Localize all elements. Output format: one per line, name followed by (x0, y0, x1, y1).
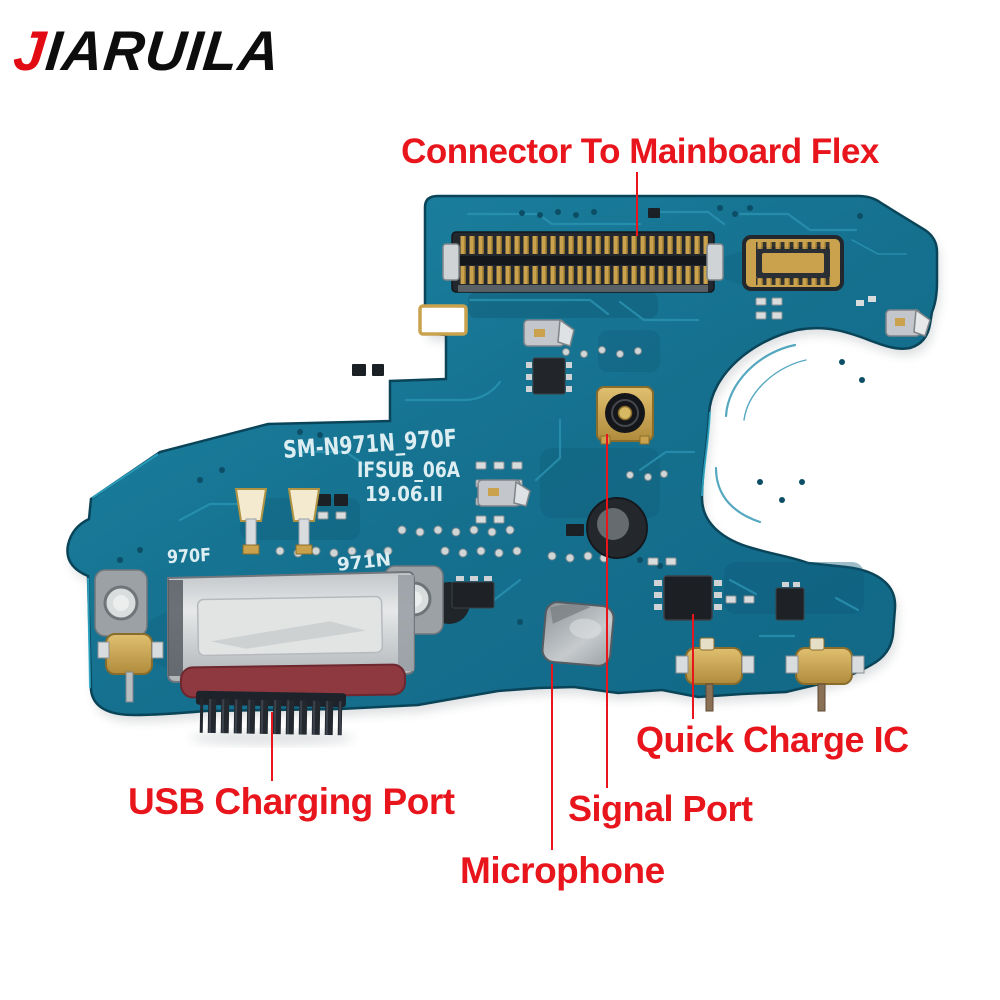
screw-hole-left (94, 569, 148, 637)
clip-contact-center (523, 318, 575, 347)
antenna-contact-top-right (856, 296, 931, 337)
antenna-contact-bottom-left (97, 633, 164, 703)
mainboard-flex-connector (442, 231, 724, 293)
spring-contact-left (234, 488, 268, 555)
clip-contact-lower (477, 479, 531, 507)
pcb-edge-highlights (87, 411, 711, 689)
ground-pad (586, 497, 648, 559)
silkscreen-board-id: IFSUB_06A (357, 458, 461, 482)
antenna-contact-bottom-1 (675, 637, 755, 712)
small-ic-near-mic (451, 576, 495, 609)
antenna-contact-bottom-2 (785, 637, 865, 712)
label-signal-port: Signal Port (568, 788, 753, 829)
small-ic-center (526, 357, 572, 395)
small-ic-bottom-right (775, 582, 805, 621)
silkscreen-970f: 970F (167, 545, 212, 568)
quick-charge-ic (654, 575, 722, 621)
usb-connector (167, 570, 415, 745)
board-notch-cutout (418, 304, 468, 336)
label-connector-to-mainboard-flex: Connector To Mainboard Flex (401, 132, 879, 171)
microphone-component (541, 601, 615, 667)
label-usb-charging-port: USB Charging Port (128, 781, 455, 822)
signal-port-connector (596, 386, 654, 445)
secondary-connector (742, 235, 844, 291)
label-quick-charge-ic: Quick Charge IC (636, 719, 909, 760)
spring-contact-right (287, 488, 321, 555)
annotation-lines (271, 172, 694, 850)
label-microphone: Microphone (460, 850, 665, 891)
pcb-traces (178, 210, 907, 638)
silkscreen-date-code: 19.06.II (365, 482, 443, 506)
